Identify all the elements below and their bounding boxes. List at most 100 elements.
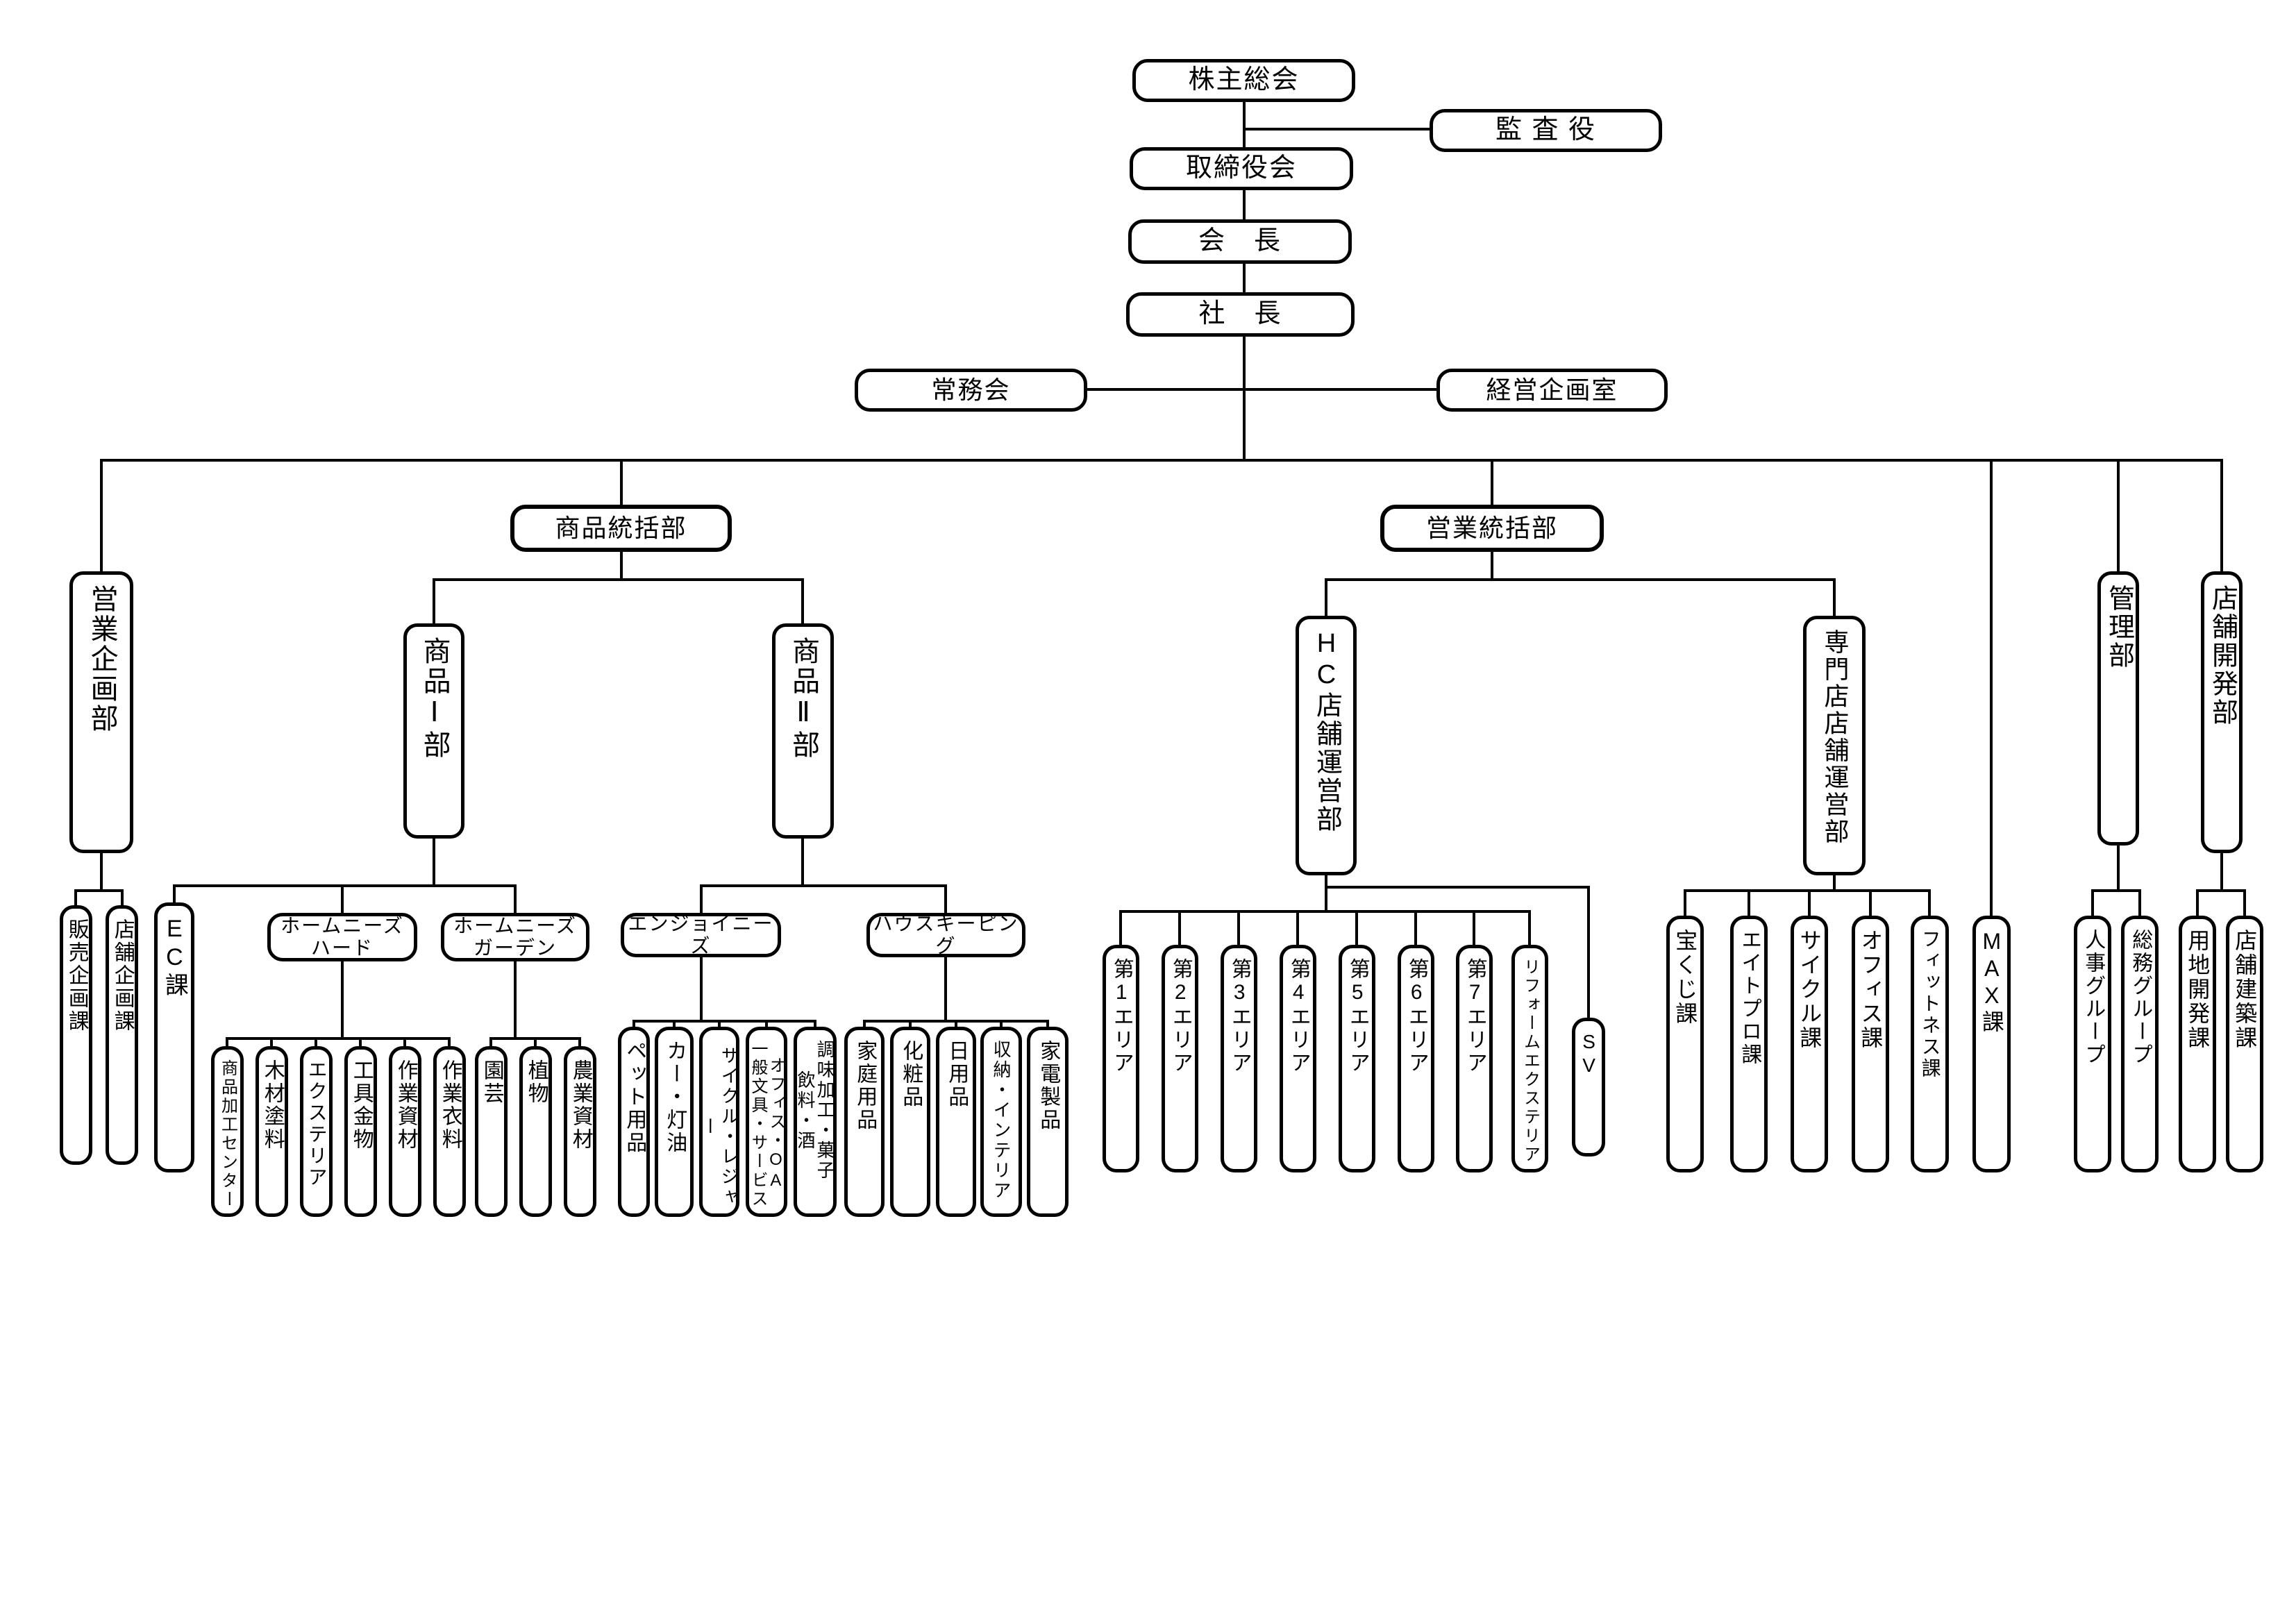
node-sales-control-hq: 営業統括部 <box>1380 505 1604 552</box>
node-agri-materials: 農業資材 <box>564 1046 596 1217</box>
connector-line <box>863 1021 866 1027</box>
connector-line <box>1243 264 1246 292</box>
node-seasoning-snacks-beverage: 調味加工・菓子 飲料・酒 <box>794 1027 837 1217</box>
connector-line <box>448 1038 451 1046</box>
connector-line <box>2220 853 2223 891</box>
connector-line <box>801 839 804 886</box>
connector-line <box>1491 552 1493 580</box>
connector-line <box>1684 889 1931 892</box>
node-ec-section: EC課 <box>154 902 194 1172</box>
connector-line <box>1178 911 1181 945</box>
node-store-planning-section: 店舗企画課 <box>106 905 138 1165</box>
node-sales-planning-section: 販売企画課 <box>60 905 92 1165</box>
connector-line <box>1243 337 1246 460</box>
connector-line <box>1528 911 1531 945</box>
connector-line <box>100 460 103 571</box>
connector-line <box>2243 891 2246 916</box>
node-store-development-dept: 店舗開発部 <box>2201 571 2243 853</box>
connector-line <box>433 578 804 581</box>
connector-line <box>2196 889 2246 892</box>
connector-line <box>814 1021 816 1027</box>
node-car-kerosene: カー・灯油 <box>655 1027 694 1217</box>
node-president: 社 長 <box>1126 292 1355 337</box>
node-area-5: 第5エリア <box>1339 945 1375 1172</box>
node-land-development-section: 用地開発課 <box>2179 916 2216 1172</box>
connector-line <box>944 957 947 1021</box>
node-store-construction-section: 店舗建築課 <box>2226 916 2263 1172</box>
connector-line <box>1833 875 1836 891</box>
connector-line <box>620 552 623 580</box>
node-managing-committee: 常務会 <box>855 369 1087 412</box>
connector-line <box>2091 889 2141 892</box>
node-office-section: オフィス課 <box>1852 916 1889 1172</box>
connector-line <box>955 1021 957 1027</box>
connector-line <box>2117 460 2120 571</box>
node-gardening: 園芸 <box>475 1046 508 1217</box>
connector-line <box>632 1020 816 1023</box>
connector-line <box>1325 875 1327 911</box>
connector-line <box>2138 891 2141 916</box>
connector-line <box>1473 911 1475 945</box>
node-hr-group: 人事グループ <box>2074 916 2111 1172</box>
node-storage-interior: 収納・インテリア <box>980 1027 1022 1217</box>
connector-line <box>1748 891 1750 916</box>
node-area-2: 第2エリア <box>1162 945 1198 1172</box>
connector-line <box>909 1021 912 1027</box>
connector-line <box>270 1038 273 1046</box>
connector-line <box>700 886 703 913</box>
node-general-affairs-group: 総務グループ <box>2121 916 2159 1172</box>
node-exterior: エクステリア <box>300 1046 333 1217</box>
node-household-goods: 家庭用品 <box>844 1027 885 1217</box>
connector-line <box>2220 460 2223 571</box>
node-home-needs-garden: ホームニーズ ガーデン <box>441 913 589 961</box>
node-chairman: 会 長 <box>1128 219 1352 264</box>
node-cosmetics: 化粧品 <box>890 1027 930 1217</box>
connector-line <box>100 459 2223 462</box>
connector-line <box>1046 1021 1049 1027</box>
connector-line <box>620 460 623 505</box>
node-area-4: 第4エリア <box>1280 945 1316 1172</box>
node-daily-goods: 日用品 <box>936 1027 976 1217</box>
node-reform-exterior: リフォームエクステリア <box>1511 945 1548 1172</box>
connector-line <box>1086 388 1438 391</box>
connector-line <box>1808 891 1811 916</box>
connector-line <box>1296 911 1299 945</box>
node-work-clothes: 作業衣料 <box>433 1046 466 1217</box>
node-sales-planning-dept: 営業企画部 <box>69 571 133 853</box>
connector-line <box>433 839 435 886</box>
connector-line <box>1325 580 1327 616</box>
connector-line <box>2117 846 2120 891</box>
node-shareholders-meeting: 株主総会 <box>1132 59 1355 102</box>
node-area-1: 第1エリア <box>1103 945 1139 1172</box>
node-admin-dept: 管理部 <box>2097 571 2139 846</box>
connector-line <box>718 1021 721 1027</box>
connector-line <box>341 886 344 913</box>
node-office-oa-stationery: オフィス・OA 一般文具・サービス <box>746 1027 787 1217</box>
connector-line <box>534 1038 537 1046</box>
connector-line <box>1000 1021 1003 1027</box>
node-fitness-section: フィットネス課 <box>1911 916 1949 1172</box>
connector-line <box>673 1021 676 1027</box>
node-housekeeping: ハウスキーピング <box>866 913 1025 957</box>
node-merchandise-control-hq: 商品統括部 <box>510 505 732 552</box>
connector-line <box>2091 891 2094 916</box>
node-sv: SV <box>1572 1018 1605 1157</box>
connector-line <box>1119 910 1531 913</box>
node-product-dept-1: 商品Ⅰ部 <box>403 623 464 839</box>
node-pet-goods: ペット用品 <box>618 1027 650 1217</box>
connector-line <box>489 1037 581 1040</box>
node-plants: 植物 <box>519 1046 552 1217</box>
connector-line <box>1325 578 1836 581</box>
node-corporate-planning-office: 経営企画室 <box>1436 369 1668 412</box>
node-cycle-leisure: サイクル・レジャー <box>699 1027 739 1217</box>
connector-line <box>1325 886 1590 889</box>
node-auditors: 監 査 役 <box>1430 109 1662 152</box>
connector-line <box>74 891 77 905</box>
connector-line <box>489 1038 492 1046</box>
node-cycle-section: サイクル課 <box>1791 916 1828 1172</box>
connector-line <box>1119 911 1122 945</box>
node-work-materials: 作業資材 <box>389 1046 421 1217</box>
connector-line <box>1587 887 1590 1018</box>
connector-line <box>700 957 703 1021</box>
